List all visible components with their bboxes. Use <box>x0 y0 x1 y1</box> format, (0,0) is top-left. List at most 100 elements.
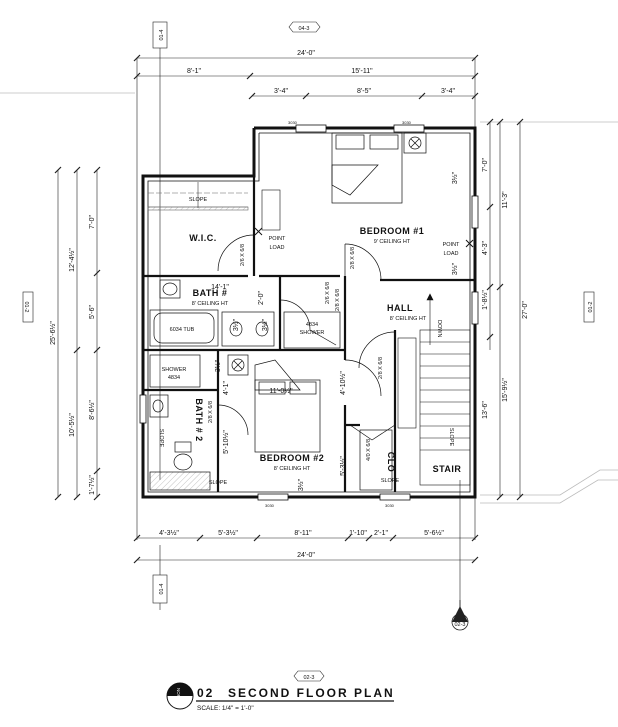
door-bath1: 2/6 X 6/8 <box>325 282 331 304</box>
slope-stair: SLOPE <box>448 428 454 447</box>
room-bedroom1: BEDROOM #1 <box>360 226 425 236</box>
dim-inner-bath1: 14'-1" <box>211 284 229 291</box>
slope-clo: SLOPE <box>381 478 400 484</box>
room-hall: HALL <box>387 303 413 313</box>
shower2-size: 4834 <box>168 375 180 381</box>
shower2-label: SHOWER <box>162 367 187 373</box>
stair <box>397 293 471 486</box>
section-marker-upper-left: 01-4 <box>152 21 168 49</box>
room-stair: STAIR <box>433 464 462 474</box>
dim-bot-6: 5'-6½" <box>424 529 444 537</box>
dim-right-1: 7'-0" <box>482 158 489 172</box>
dim-top-sub-1: 3'-4" <box>274 88 288 95</box>
room-bedroom2-height: 8' CEILING HT <box>274 466 311 472</box>
slope-bed2: SLOPE <box>209 480 228 486</box>
dim-inner-3half-f: 3½" <box>297 478 305 491</box>
dim-inner-4-10: 4'-10½" <box>339 371 347 395</box>
door-bath2: 2/8 X 6/8 <box>208 401 214 423</box>
title-block: NORTH 02 SECOND FLOOR PLAN SCALE: 1/4" =… <box>166 682 395 712</box>
room-clo: CLO <box>386 452 396 473</box>
dim-overall-top: 24'-0" <box>297 50 315 57</box>
dim-top-right: 15'-11" <box>351 68 373 75</box>
dim-left-1: 7'-0" <box>89 215 96 229</box>
dimension-texts: 24'-0" 8'-1" 15'-11" 3'-4" 8'-5" 3'-4" 2… <box>49 50 529 559</box>
point-load-2b: LOAD <box>444 251 459 257</box>
drawing-ref-tag: 02-3 <box>293 670 325 682</box>
dim-left-2: 5'-6" <box>89 305 96 319</box>
door-bed2: 2/8 X 6/8 <box>335 289 341 311</box>
interior-walls <box>143 176 475 492</box>
bath2-fixtures <box>149 354 211 491</box>
dim-inner-3half-d: 3½" <box>261 318 269 331</box>
dim-bot-1: 4'-3½" <box>159 529 179 537</box>
door-bed1: 2/8 X 6/8 <box>350 247 356 269</box>
dim-inner-3half-b: 3½" <box>451 262 459 275</box>
dim-inner-bed2: 11'-0½" <box>269 387 293 395</box>
door-clo: 4/0 X 6/8 <box>366 439 372 461</box>
room-bedroom1-height: 9' CEILING HT <box>374 239 411 245</box>
dim-inner-4-1: 4'-1" <box>223 381 230 395</box>
doors <box>217 234 396 441</box>
point-load-1a: POINT <box>269 236 286 242</box>
dimension-ticks <box>54 54 524 564</box>
dim-bot-3: 8'-11" <box>294 530 312 537</box>
room-bedroom2: BEDROOM #2 <box>260 453 325 463</box>
door-wic: 2/6 X 6/8 <box>240 244 246 266</box>
dim-top-sub-2: 8'-5" <box>357 88 371 95</box>
dim-bot-4: 1'-10" <box>349 530 367 537</box>
tub-label: 6034 TUB <box>170 327 195 333</box>
dim-bot-2: 5'-3½" <box>218 529 238 537</box>
section-marker-left: 01-2 <box>22 291 34 323</box>
room-bath1: BATH # <box>193 288 228 298</box>
slope-bath2: SLOPE <box>158 429 164 448</box>
section-bottom-label: 01-4 <box>159 583 165 594</box>
dim-inner-3half-a: 3½" <box>451 171 459 184</box>
section-left-label: 01-2 <box>23 301 29 312</box>
section-right-label: 01-2 <box>588 301 594 312</box>
windows <box>139 124 479 501</box>
exterior-walls-inner <box>147 132 471 493</box>
window-tags: 3030 3030 3030 3030 <box>265 120 412 508</box>
north-label: NORTH <box>176 688 181 704</box>
dim-inner-3half-c: 3½" <box>232 318 240 331</box>
dim-right-overall: 27'-0" <box>522 301 529 319</box>
room-bath2: BATH # 2 <box>194 398 204 441</box>
room-bath1-height: 8' CEILING HT <box>192 301 229 307</box>
drawing-ref-label: 02-3 <box>303 675 314 681</box>
closet <box>359 429 393 491</box>
room-labels: BEDROOM #1 9' CEILING HT BATH # 8' CEILI… <box>189 226 461 474</box>
title-scale: SCALE: 1/4" = 1'-0" <box>197 705 254 712</box>
point-load-1b: LOAD <box>270 245 285 251</box>
dim-right-4: 13'-6" <box>482 401 489 419</box>
window-tag-1: 3030 <box>288 120 298 125</box>
section-top-label: 04-3 <box>298 26 309 32</box>
window-tag-4: 3030 <box>385 503 395 508</box>
title-name: SECOND FLOOR PLAN <box>228 686 395 700</box>
dim-right-3: 1'-8½" <box>481 290 489 310</box>
dim-inner-5-3: 5'-3½" <box>339 456 347 476</box>
dim-left-4: 1'-7½" <box>88 475 96 495</box>
dim-top-left: 8'-1" <box>187 68 201 75</box>
elevation-bottom-label: 02-3 <box>454 622 465 628</box>
point-load-2a: POINT <box>443 242 460 248</box>
window-tag-2: 3030 <box>402 120 412 125</box>
dim-left-3: 8'-6½" <box>88 400 96 420</box>
dim-left-lower: 10'-5½" <box>68 413 76 437</box>
context-lines <box>0 92 618 504</box>
dim-inner-2ft: 2'-0" <box>258 291 265 305</box>
title-number: 02 <box>197 686 214 700</box>
dim-bot-5: 2'-1" <box>374 530 388 537</box>
down-label: DOWN <box>436 320 442 337</box>
bed1-furniture <box>331 132 427 204</box>
point-load-markers <box>254 227 474 248</box>
shower1-label: SHOWER <box>300 330 325 336</box>
section-marker-bottom: 01-4 <box>152 574 168 604</box>
room-wic: W.I.C. <box>189 233 217 243</box>
section-upper-left-label: 01-4 <box>159 29 165 40</box>
window-tag-3: 3030 <box>265 503 275 508</box>
door-hall: 2/8 X 6/8 <box>378 357 384 379</box>
bed1-desk <box>261 189 281 231</box>
bath1-fixtures <box>149 279 341 349</box>
bed2-furniture <box>227 354 321 453</box>
